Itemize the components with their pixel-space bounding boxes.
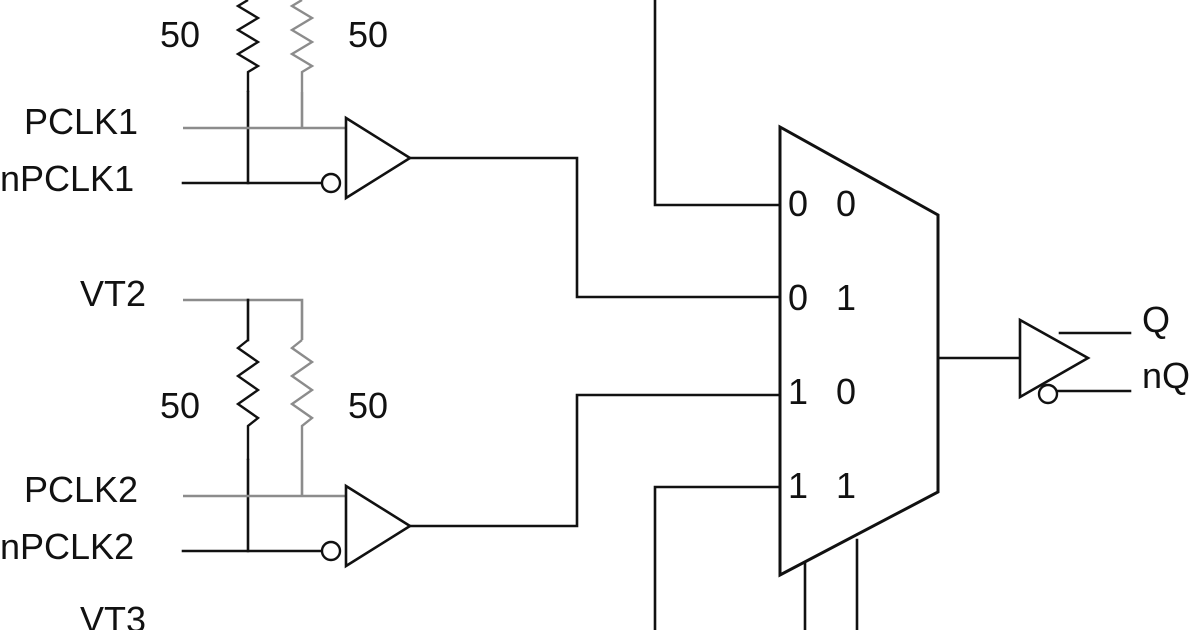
mux-input-01-sel-b: 1 bbox=[836, 277, 856, 318]
mux-input-11-sel-b: 1 bbox=[836, 465, 856, 506]
buffer1-output-wire bbox=[408, 156, 782, 299]
pclk2-label: PCLK2 bbox=[24, 469, 138, 510]
mux-body bbox=[778, 124, 940, 578]
resistor-r3-label: 50 bbox=[160, 385, 200, 426]
output-stage: Q nQ bbox=[936, 299, 1190, 405]
mux-input-11-sel-a: 1 bbox=[788, 465, 808, 506]
npclk1-label: nPCLK1 bbox=[0, 158, 134, 199]
pclk1-label: PCLK1 bbox=[24, 101, 138, 142]
inverting-bubble-2 bbox=[320, 540, 342, 562]
mux-input-01-sel-a: 0 bbox=[788, 277, 808, 318]
mux-input-10-sel-b: 0 bbox=[836, 371, 856, 412]
npclk2-label: nPCLK2 bbox=[0, 526, 134, 567]
mux-input-00-sel-b: 0 bbox=[836, 183, 856, 224]
resistor-r2 bbox=[289, 0, 315, 92]
resistor-r1-label: 50 bbox=[160, 14, 200, 55]
buffer2-output-wire bbox=[408, 393, 782, 528]
resistor-r4 bbox=[289, 339, 315, 460]
mux-input-10-sel-a: 1 bbox=[788, 371, 808, 412]
resistor-r3 bbox=[235, 339, 261, 460]
resistor-r1 bbox=[235, 0, 261, 92]
differential-buffer-2 bbox=[344, 483, 413, 569]
output-inverting-bubble bbox=[1037, 383, 1059, 405]
vt3-label: VT3 bbox=[80, 599, 146, 630]
input-stage-1: 50 50 PCLK1 nPCLK1 bbox=[0, 0, 782, 299]
output-buffer bbox=[1018, 317, 1091, 400]
vt2-label: VT2 bbox=[80, 273, 146, 314]
resistor-r4-label: 50 bbox=[348, 385, 388, 426]
inverting-bubble-1 bbox=[320, 172, 342, 194]
multiplexer: 0 0 0 1 1 0 1 1 bbox=[653, 0, 940, 630]
mux-input-11-wire bbox=[653, 485, 782, 630]
differential-buffer-1 bbox=[344, 115, 413, 201]
mux-input-00-wire bbox=[653, 0, 782, 207]
input-stage-2: VT2 50 50 PCLK2 nPCLK2 VT3 bbox=[0, 273, 782, 630]
q-label: Q bbox=[1142, 299, 1170, 340]
nq-label: nQ bbox=[1142, 355, 1190, 396]
resistor-r2-label: 50 bbox=[348, 14, 388, 55]
mux-input-00-sel-a: 0 bbox=[788, 183, 808, 224]
vt2-wire bbox=[183, 298, 304, 340]
